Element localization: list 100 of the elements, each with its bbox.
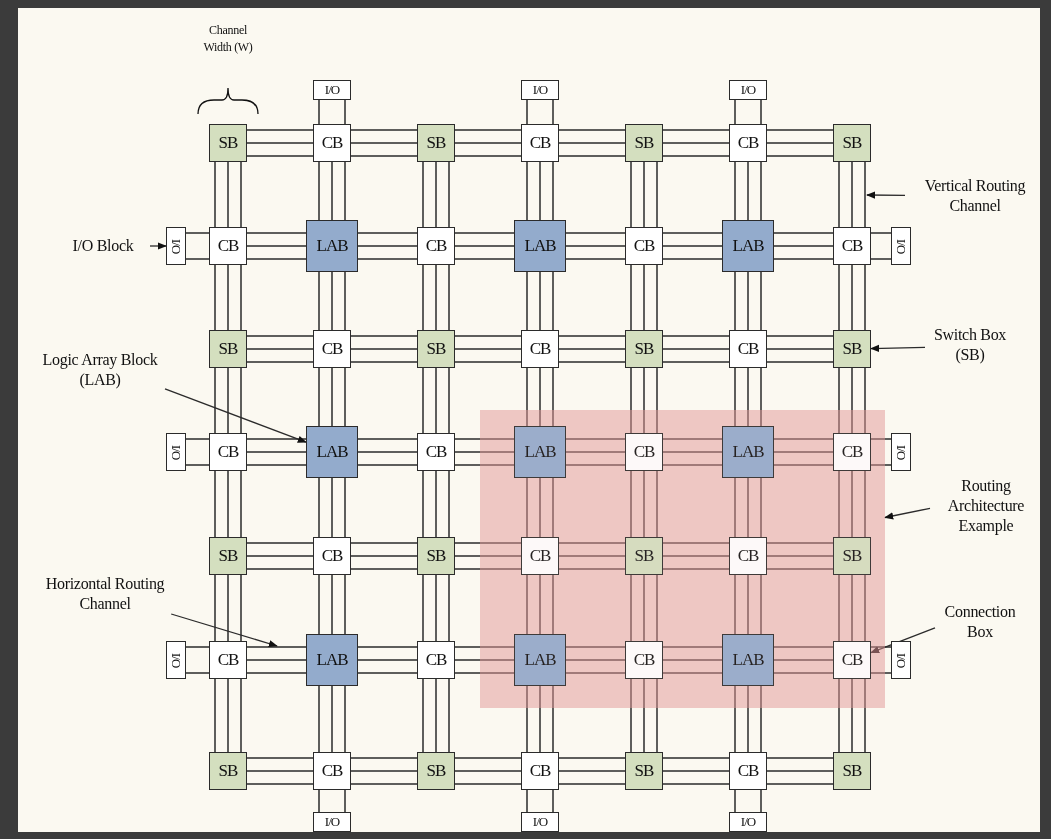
routing-channel xyxy=(558,542,626,570)
routing-channel xyxy=(214,678,242,753)
routing-channel xyxy=(662,646,723,674)
routing-channel xyxy=(350,129,418,157)
routing-channel xyxy=(318,367,346,427)
routing-channel xyxy=(422,574,450,642)
io-block: I/O xyxy=(166,227,186,265)
switch-box: SB xyxy=(625,330,663,368)
io-connection xyxy=(870,438,892,466)
routing-channel xyxy=(318,271,346,331)
connection-box: CB xyxy=(313,537,351,575)
annotation-label: Logic Array Block (LAB) xyxy=(35,350,165,390)
switch-box: SB xyxy=(417,330,455,368)
routing-channel xyxy=(773,646,834,674)
connection-box: CB xyxy=(313,330,351,368)
routing-channel xyxy=(214,161,242,228)
io-connection xyxy=(734,99,762,125)
routing-channel xyxy=(565,232,626,260)
io-connection xyxy=(870,646,892,674)
switch-box: SB xyxy=(833,537,871,575)
routing-channel xyxy=(526,477,554,538)
connection-box: CB xyxy=(625,227,663,265)
connection-box: CB xyxy=(833,641,871,679)
routing-channel xyxy=(766,335,834,363)
io-connection xyxy=(526,99,554,125)
routing-channel xyxy=(630,470,658,538)
logic-array-block: LAB xyxy=(514,220,566,272)
routing-channel xyxy=(734,367,762,427)
routing-channel xyxy=(734,574,762,635)
io-block: I/O xyxy=(729,80,767,100)
io-connection xyxy=(185,646,210,674)
annotation-label: I/O Block xyxy=(56,236,150,256)
routing-channel xyxy=(838,161,866,228)
routing-channel xyxy=(350,757,418,785)
routing-channel xyxy=(246,646,307,674)
annotation-label: Switch Box (SB) xyxy=(925,325,1015,365)
connection-box: CB xyxy=(313,124,351,162)
io-connection xyxy=(185,232,210,260)
io-block: I/O xyxy=(729,812,767,832)
logic-array-block: LAB xyxy=(722,220,774,272)
routing-channel xyxy=(662,438,723,466)
connection-box: CB xyxy=(521,752,559,790)
routing-channel xyxy=(662,542,730,570)
switch-box: SB xyxy=(417,537,455,575)
routing-channel xyxy=(630,574,658,642)
io-block: I/O xyxy=(891,227,911,265)
routing-channel xyxy=(662,335,730,363)
routing-channel xyxy=(422,470,450,538)
connection-box: CB xyxy=(417,641,455,679)
routing-channel xyxy=(357,646,418,674)
routing-channel xyxy=(662,129,730,157)
routing-channel xyxy=(454,129,522,157)
connection-box: CB xyxy=(521,537,559,575)
logic-array-block: LAB xyxy=(722,634,774,686)
routing-channel xyxy=(630,264,658,331)
switch-box: SB xyxy=(417,752,455,790)
routing-channel xyxy=(734,477,762,538)
io-connection xyxy=(318,789,346,813)
routing-channel xyxy=(318,477,346,538)
routing-channel xyxy=(662,232,723,260)
routing-channel xyxy=(838,574,866,642)
connection-box: CB xyxy=(417,433,455,471)
routing-channel xyxy=(734,685,762,753)
logic-array-block: LAB xyxy=(514,634,566,686)
io-connection xyxy=(870,232,892,260)
routing-channel xyxy=(558,129,626,157)
connection-box: CB xyxy=(521,330,559,368)
connection-box: CB xyxy=(209,433,247,471)
connection-box: CB xyxy=(729,124,767,162)
logic-array-block: LAB xyxy=(306,220,358,272)
connection-box: CB xyxy=(729,537,767,575)
io-block: I/O xyxy=(891,433,911,471)
switch-box: SB xyxy=(209,752,247,790)
routing-channel xyxy=(246,438,307,466)
routing-channel xyxy=(734,161,762,221)
routing-channel xyxy=(630,161,658,228)
connection-box: CB xyxy=(729,330,767,368)
annotation-label: Connection Box xyxy=(935,602,1025,642)
switch-box: SB xyxy=(833,124,871,162)
routing-channel xyxy=(357,232,418,260)
leader-arrow xyxy=(870,627,936,654)
routing-channel xyxy=(454,542,522,570)
io-connection xyxy=(318,99,346,125)
dimension-label: Channel Width (W) xyxy=(203,22,253,56)
leader-arrow xyxy=(884,507,931,520)
annotation-label: Vertical Routing Channel xyxy=(905,176,1045,216)
routing-channel xyxy=(214,470,242,538)
io-connection xyxy=(734,789,762,813)
routing-channel xyxy=(630,678,658,753)
connection-box: CB xyxy=(313,752,351,790)
routing-channel xyxy=(630,367,658,434)
routing-channel xyxy=(454,335,522,363)
connection-box: CB xyxy=(209,227,247,265)
routing-channel xyxy=(454,232,515,260)
io-block: I/O xyxy=(313,812,351,832)
routing-channel xyxy=(838,367,866,434)
io-block: I/O xyxy=(166,641,186,679)
routing-channel xyxy=(246,542,314,570)
routing-channel xyxy=(350,335,418,363)
routing-channel xyxy=(766,542,834,570)
